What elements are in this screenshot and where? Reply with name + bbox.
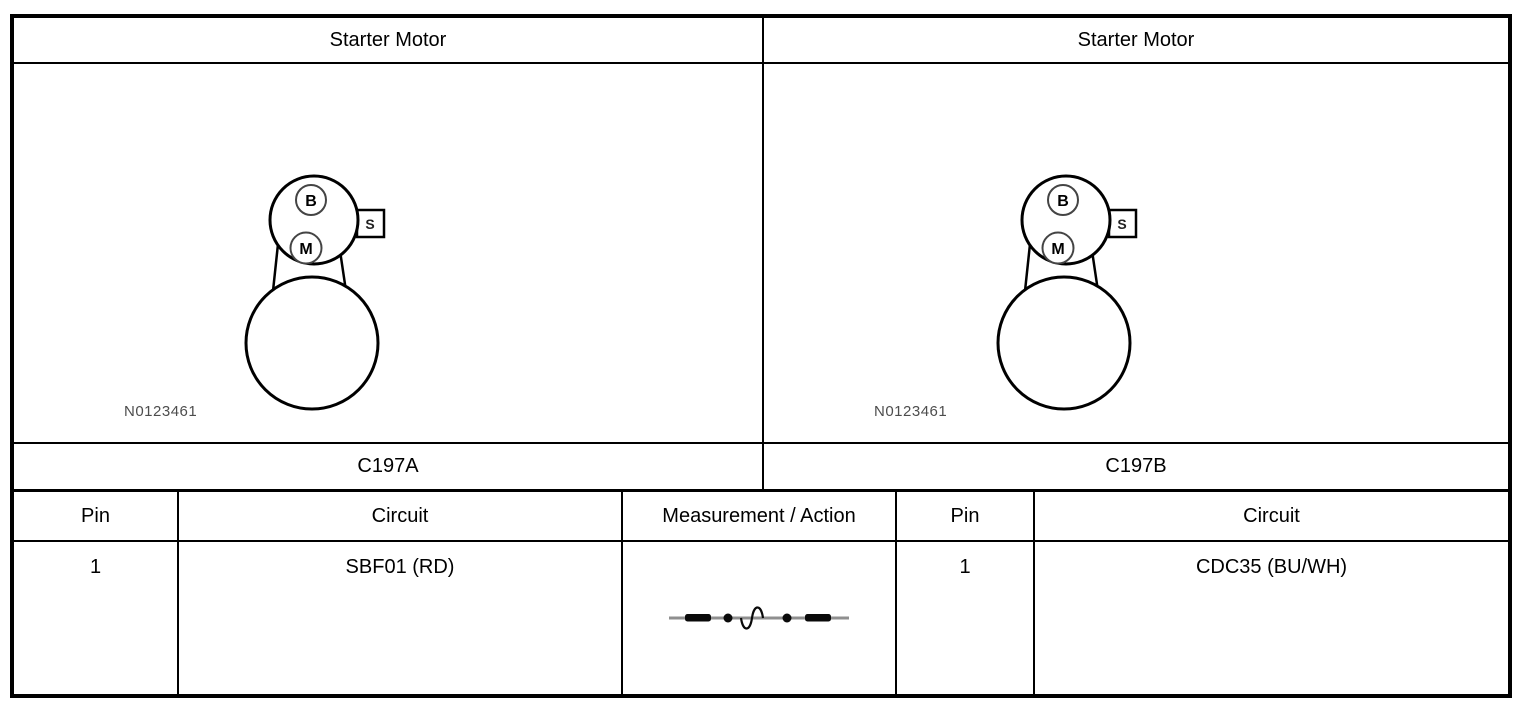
motor-body-circle <box>244 275 380 411</box>
column-header-circuit-left: Circuit <box>179 492 623 542</box>
s-terminal-label: S <box>365 216 374 232</box>
connector-id: C197A <box>357 455 419 477</box>
connector-name-left: C197A <box>14 444 764 489</box>
column-header-pin-left: Pin <box>14 492 179 542</box>
column-header-pin-right: Pin <box>897 492 1035 542</box>
page-title: Starter Motor <box>1077 28 1195 51</box>
column-header-circuit-right: Circuit <box>1035 492 1508 542</box>
motor-body-circle <box>996 275 1132 411</box>
connector-panels: Starter Motor Starter Motor <box>14 18 1508 489</box>
figure-number-label: N0123461 <box>874 403 947 420</box>
pin-cell-left: 1 <box>14 542 179 694</box>
connector-name-right: C197B <box>764 444 1508 489</box>
circuit-cell-right: CDC35 (BU/WH) <box>1035 542 1508 694</box>
starter-motor-connector-table: Starter Motor Starter Motor <box>10 14 1512 698</box>
s-terminal-box <box>355 208 386 239</box>
circuit-cell-left: SBF01 (RD) <box>179 542 623 694</box>
column-header-measurement: Measurement / Action <box>623 492 897 542</box>
m-terminal-label: M <box>299 241 312 258</box>
starter-motor-connector-diagram: B M S N0123461 <box>874 174 1138 420</box>
page-title: Starter Motor <box>329 28 447 51</box>
b-terminal-circle <box>1047 184 1079 216</box>
m-terminal-circle <box>1041 231 1075 265</box>
connector-diagram-cell-left: B M S N0123461 <box>14 64 764 444</box>
figure-number-label: N0123461 <box>124 403 197 420</box>
connector-id: C197B <box>1105 455 1167 477</box>
measurement-cell <box>623 542 897 694</box>
b-terminal-label: B <box>305 193 317 210</box>
pin-circuit-table: Pin Circuit Measurement / Action Pin Cir… <box>14 489 1508 694</box>
resistance-measurement-icon <box>669 606 849 630</box>
connector-diagram-cell-right: B M S N0123461 <box>764 64 1508 444</box>
b-terminal-label: B <box>1057 193 1069 210</box>
pin-cell-right: 1 <box>897 542 1035 694</box>
s-terminal-label: S <box>1117 216 1126 232</box>
panel-title-right: Starter Motor <box>764 18 1508 64</box>
m-terminal-circle <box>289 231 323 265</box>
b-terminal-circle <box>295 184 327 216</box>
starter-motor-connector-diagram: B M S N0123461 <box>124 174 386 420</box>
panel-title-left: Starter Motor <box>14 18 764 64</box>
m-terminal-label: M <box>1051 241 1064 258</box>
